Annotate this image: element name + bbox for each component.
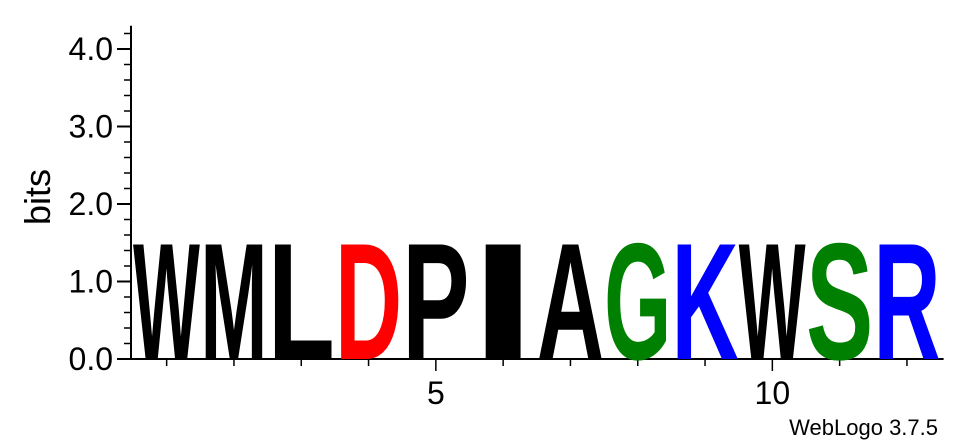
logo-letter-W-pos-1: W	[133, 209, 200, 395]
axes: 0.0 1.0 2.0 3.0 4.0 5 10	[69, 25, 944, 411]
logo-letter-D-pos-4: D	[335, 208, 402, 394]
logo-letter-S-pos-11: S	[806, 209, 873, 395]
y-tick-label: 0.0	[69, 341, 113, 377]
y-tick-label: 4.0	[69, 31, 113, 67]
logo-letter-W-pos-10: W	[739, 209, 806, 395]
logo-letter-M-pos-2: M	[200, 209, 267, 395]
x-tick-label: 5	[427, 375, 445, 411]
y-tick-label: 3.0	[69, 109, 113, 145]
logo-letter-R-pos-12: R	[873, 208, 940, 394]
logo-letter-I-pos-6: I	[470, 209, 537, 395]
logo-letter-K-pos-9: K	[671, 208, 738, 394]
x-tick-label: 10	[755, 375, 791, 411]
y-axis-label: bits	[17, 169, 58, 225]
logo-letter-L-pos-3: L	[268, 208, 335, 394]
logo-letter-P-pos-5: P	[402, 209, 469, 395]
y-tick-label: 1.0	[69, 264, 113, 300]
weblogo-credit: WebLogo 3.7.5	[789, 415, 938, 440]
logo-letter-A-pos-7: A	[537, 208, 604, 394]
y-tick-label: 2.0	[69, 186, 113, 222]
logo-letter-G-pos-8: G	[604, 210, 671, 396]
